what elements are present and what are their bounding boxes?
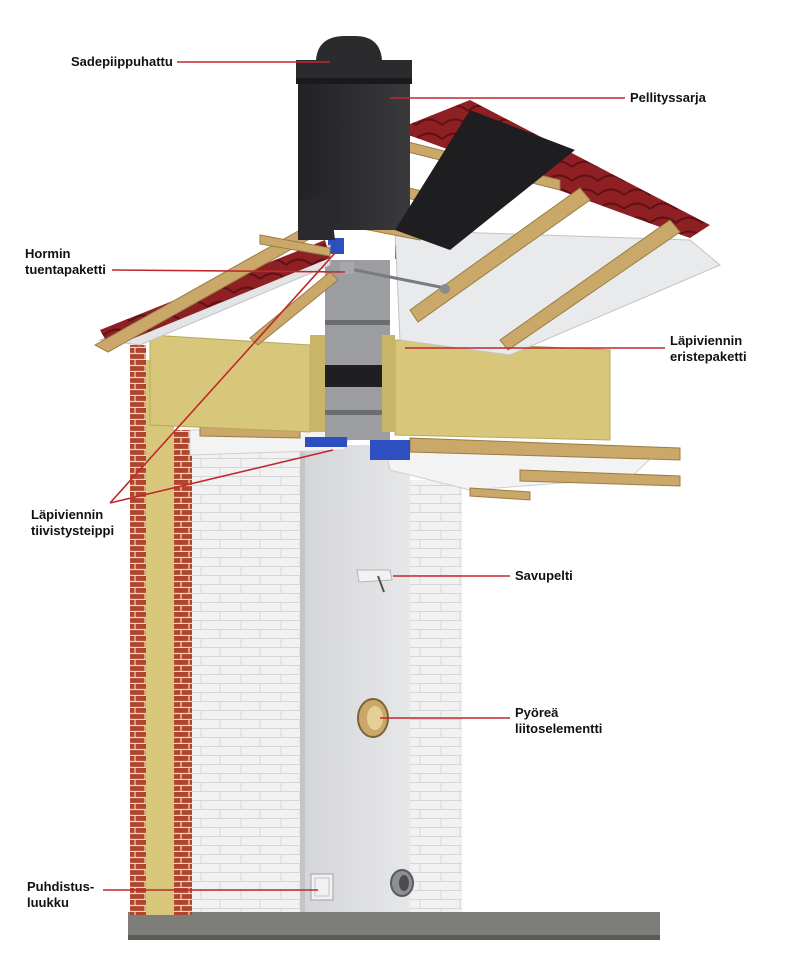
leader-tiivistysteippi-2 <box>109 449 334 504</box>
label-pyorea-liitoselementti: Pyöreä liitoselementti <box>515 705 602 737</box>
label-pellityssarja-text: Pellityssarja <box>630 90 706 105</box>
inner-wall <box>190 440 462 912</box>
label-sadepiippuhattu: Sadepiippuhattu <box>71 54 173 70</box>
label-puhdistus-line1: Puhdistus- <box>27 879 95 894</box>
label-hormin-line2: tuentapaketti <box>25 262 106 277</box>
label-puhdistus-line2: luukku <box>27 895 69 910</box>
pipe-stub <box>390 869 414 897</box>
label-hormin-tuentapaketti: Hormin tuentapaketti <box>25 246 106 278</box>
leader-hormin-tuentapaketti <box>111 269 346 273</box>
label-pellityssarja: Pellityssarja <box>630 90 706 106</box>
label-savupelti: Savupelti <box>515 568 573 584</box>
label-pyorea-line1: Pyöreä <box>515 705 559 720</box>
chimney-mid <box>325 260 390 440</box>
insulation-packet <box>149 334 611 441</box>
brick-wall <box>130 345 192 915</box>
leader-lines <box>103 61 665 891</box>
label-savupelti-text: Savupelti <box>515 568 573 583</box>
damper <box>356 569 393 593</box>
label-eristepaketti-line2: eristepaketti <box>670 349 747 364</box>
cleanout-door <box>310 873 334 901</box>
label-lapiviennin-tiivistysteippi: Läpiviennin tiivistysteippi <box>31 507 114 539</box>
label-eristepaketti-line1: Läpiviennin <box>670 333 743 348</box>
flashing-kit <box>298 70 575 250</box>
label-tiivistysteippi-line1: Läpiviennin <box>31 507 104 522</box>
label-lapiviennin-eristepaketti: Läpiviennin eristepaketti <box>670 333 747 365</box>
label-pyorea-line2: liitoselementti <box>515 721 603 736</box>
label-tiivistysteippi-line2: tiivistysteippi <box>31 523 115 538</box>
support-bracket <box>340 262 450 294</box>
label-puhdistusluukku: Puhdistus- luukku <box>27 879 94 911</box>
rain-cap <box>296 36 412 84</box>
label-hormin-line1: Hormin <box>25 246 71 261</box>
chimney-body <box>300 445 410 912</box>
leader-tiivistysteippi-1 <box>109 252 336 504</box>
floor-slab <box>128 912 660 940</box>
label-sadepiippuhattu-text: Sadepiippuhattu <box>71 54 173 69</box>
